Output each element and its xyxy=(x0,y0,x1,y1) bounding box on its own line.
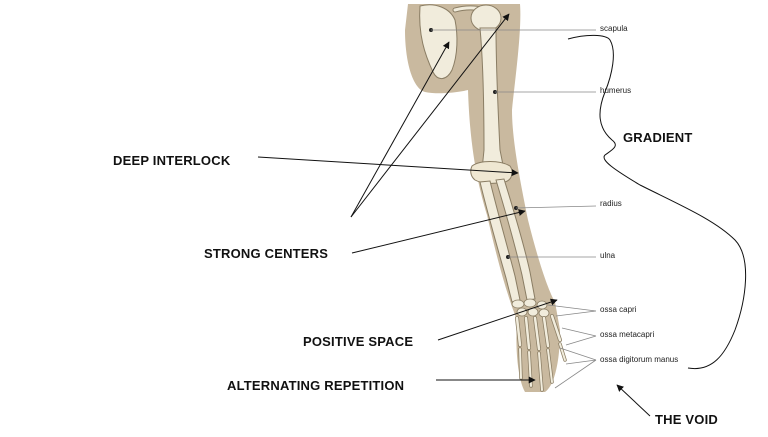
label-positive-space: POSITIVE SPACE xyxy=(303,334,414,349)
label-the-void: THE VOID xyxy=(655,412,718,427)
label-humerus: humerus xyxy=(600,86,632,95)
humerus-head xyxy=(470,4,502,32)
leader-lines xyxy=(431,29,597,389)
arm-silhouette xyxy=(405,4,560,392)
label-ossa-capri: ossa capri xyxy=(600,305,637,314)
label-radius: radius xyxy=(600,199,622,208)
label-scapula: scapula xyxy=(600,24,628,33)
label-strong-centers: STRONG CENTERS xyxy=(204,246,329,261)
label-deep-interlock: DEEP INTERLOCK xyxy=(113,153,231,168)
gradient-curve xyxy=(567,34,747,370)
concept-arrows xyxy=(257,13,651,417)
label-ulna: ulna xyxy=(600,251,616,260)
radius-bone xyxy=(495,178,536,301)
metacarpal-fill xyxy=(515,314,562,351)
label-ossa-metacapri: ossa metacapri xyxy=(600,330,655,339)
label-alternating-repetition: ALTERNATING REPETITION xyxy=(227,378,405,393)
label-gradient: GRADIENT xyxy=(623,130,693,145)
scapula-bone xyxy=(419,4,458,79)
label-ossa-digitorum-manus: ossa digitorum manus xyxy=(600,355,679,364)
